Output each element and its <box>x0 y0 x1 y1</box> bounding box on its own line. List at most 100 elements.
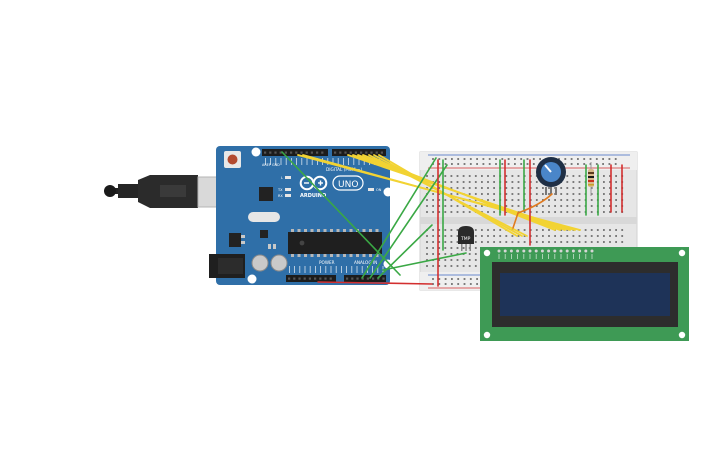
breadboard-hole[interactable] <box>615 229 617 231</box>
breadboard-hole[interactable] <box>468 259 471 261</box>
breadboard-hole[interactable] <box>493 235 495 237</box>
breadboard-hole[interactable] <box>535 181 538 183</box>
header-pin-hole[interactable] <box>360 151 363 154</box>
breadboard-hole[interactable] <box>487 211 489 213</box>
lcd-pin[interactable] <box>547 249 551 253</box>
rail-hole[interactable] <box>507 158 510 160</box>
breadboard-hole[interactable] <box>566 199 569 201</box>
rail-hole[interactable] <box>520 158 523 160</box>
breadboard-hole[interactable] <box>468 187 471 189</box>
breadboard-hole[interactable] <box>578 235 581 237</box>
breadboard-hole[interactable] <box>609 175 611 177</box>
breadboard-hole[interactable] <box>493 193 495 195</box>
breadboard-hole[interactable] <box>426 241 428 243</box>
breadboard-hole[interactable] <box>499 229 502 231</box>
resistor[interactable] <box>588 162 594 196</box>
breadboard-hole[interactable] <box>535 205 538 207</box>
breadboard-hole[interactable] <box>548 205 550 207</box>
header-pin-hole[interactable] <box>344 151 347 154</box>
breadboard-hole[interactable] <box>432 253 434 255</box>
breadboard-hole[interactable] <box>523 211 526 213</box>
rail-hole[interactable] <box>463 158 466 160</box>
breadboard-hole[interactable] <box>438 199 441 201</box>
wire-orange[interactable] <box>517 193 553 214</box>
breadboard-hole[interactable] <box>609 205 611 207</box>
breadboard-hole[interactable] <box>548 235 550 237</box>
header-pin-hole[interactable] <box>365 151 368 154</box>
breadboard-hole[interactable] <box>487 181 489 183</box>
breadboard-hole[interactable] <box>505 175 508 177</box>
breadboard-hole[interactable] <box>566 241 569 243</box>
breadboard-hole[interactable] <box>603 199 605 201</box>
breadboard-hole[interactable] <box>548 211 550 213</box>
breadboard-hole[interactable] <box>542 199 544 201</box>
breadboard-hole[interactable] <box>468 211 471 213</box>
rail-hole[interactable] <box>469 158 472 160</box>
lcd-pin[interactable] <box>578 249 582 253</box>
breadboard-hole[interactable] <box>566 181 569 183</box>
breadboard-hole[interactable] <box>511 181 514 183</box>
breadboard-hole[interactable] <box>584 241 587 243</box>
breadboard-hole[interactable] <box>481 241 483 243</box>
breadboard-hole[interactable] <box>450 247 453 249</box>
breadboard-hole[interactable] <box>493 229 495 231</box>
breadboard-hole[interactable] <box>474 181 477 183</box>
lcd-pin[interactable] <box>528 249 532 253</box>
breadboard-hole[interactable] <box>432 205 434 207</box>
breadboard-hole[interactable] <box>481 193 483 195</box>
breadboard-hole[interactable] <box>578 205 581 207</box>
lcd-pin[interactable] <box>516 249 520 253</box>
rail-hole[interactable] <box>602 158 604 160</box>
header-pin-hole[interactable] <box>382 277 385 280</box>
breadboard-hole[interactable] <box>523 235 526 237</box>
rail-hole[interactable] <box>457 283 460 285</box>
wire-yellow[interactable] <box>378 154 518 237</box>
breadboard-hole[interactable] <box>505 241 508 243</box>
breadboard-hole[interactable] <box>560 199 563 201</box>
header-pin-hole[interactable] <box>370 151 373 154</box>
breadboard-hole[interactable] <box>481 181 483 183</box>
breadboard-hole[interactable] <box>468 253 471 255</box>
breadboard-hole[interactable] <box>505 181 508 183</box>
breadboard-hole[interactable] <box>615 199 617 201</box>
rail-hole[interactable] <box>488 158 491 160</box>
digital-header-high[interactable] <box>262 149 328 156</box>
breadboard-hole[interactable] <box>603 175 605 177</box>
breadboard-hole[interactable] <box>566 211 569 213</box>
breadboard-hole[interactable] <box>548 229 550 231</box>
breadboard-hole[interactable] <box>438 181 441 183</box>
rail-hole[interactable] <box>463 278 466 280</box>
breadboard-hole[interactable] <box>511 193 514 195</box>
header-pin-hole[interactable] <box>346 277 349 280</box>
breadboard-hole[interactable] <box>444 199 447 201</box>
breadboard-hole[interactable] <box>438 235 441 237</box>
lcd-16x2-display[interactable] <box>480 247 689 341</box>
breadboard-hole[interactable] <box>444 229 447 231</box>
breadboard-hole[interactable] <box>590 187 593 189</box>
wire-red[interactable] <box>317 281 433 285</box>
rail-hole[interactable] <box>476 278 478 280</box>
breadboard-hole[interactable] <box>462 265 465 267</box>
lcd-pin[interactable] <box>584 249 588 253</box>
breadboard-hole[interactable] <box>456 229 459 231</box>
breadboard-hole[interactable] <box>566 187 569 189</box>
breadboard-hole[interactable] <box>438 205 441 207</box>
header-pin-hole[interactable] <box>372 277 375 280</box>
breadboard-hole[interactable] <box>426 265 428 267</box>
breadboard-hole[interactable] <box>590 241 593 243</box>
rail-hole[interactable] <box>438 283 441 285</box>
breadboard-hole[interactable] <box>603 193 605 195</box>
rail-hole[interactable] <box>469 163 472 165</box>
breadboard-hole[interactable] <box>517 175 520 177</box>
header-pin-hole[interactable] <box>300 151 303 154</box>
rail-hole[interactable] <box>457 163 460 165</box>
header-pin-hole[interactable] <box>324 277 327 280</box>
breadboard-hole[interactable] <box>493 187 495 189</box>
breadboard-hole[interactable] <box>548 193 550 195</box>
header-pin-hole[interactable] <box>303 277 306 280</box>
rail-hole[interactable] <box>463 163 466 165</box>
breadboard-hole[interactable] <box>438 241 441 243</box>
breadboard-hole[interactable] <box>444 205 447 207</box>
breadboard-hole[interactable] <box>444 259 447 261</box>
lcd-pin[interactable] <box>509 249 513 253</box>
